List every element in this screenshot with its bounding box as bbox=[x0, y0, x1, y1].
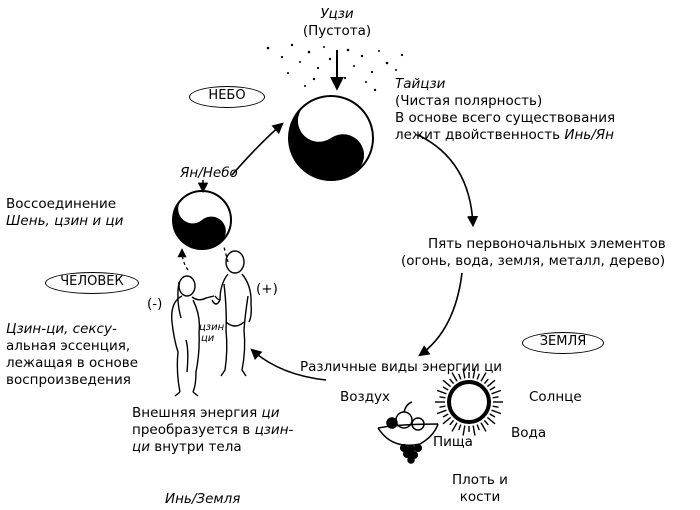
external-line3-italic: ци bbox=[132, 439, 150, 455]
taiji-line3-italic: Инь/Ян bbox=[564, 127, 614, 143]
sun-ray bbox=[491, 389, 502, 395]
sun-ray bbox=[472, 368, 476, 379]
source-food: Пища bbox=[433, 434, 473, 450]
external-line3-suffix: внутри тела bbox=[149, 439, 242, 455]
sun-ray bbox=[480, 422, 487, 432]
void-dots bbox=[266, 43, 404, 92]
jingqi-line4: воспроизведения bbox=[6, 372, 131, 388]
sun-ray bbox=[492, 396, 499, 399]
sun-ray bbox=[462, 425, 466, 436]
source-flesh-line2: кости bbox=[459, 489, 501, 505]
sun-ray bbox=[462, 368, 466, 379]
sun-ray bbox=[439, 405, 446, 408]
sun-ray bbox=[486, 416, 496, 425]
energy-rise-left bbox=[177, 248, 189, 271]
male-figure bbox=[211, 250, 252, 377]
polarity-plus: (+) bbox=[256, 281, 278, 297]
sun-ray bbox=[489, 413, 496, 418]
jingqi-line2: альная эссенция, bbox=[6, 338, 131, 354]
jingqi-line1: Цзин-ци, сексу- bbox=[6, 321, 117, 337]
taiji-line3-prefix: лежит двойственность bbox=[395, 127, 565, 143]
external-line3: ци внутри тела bbox=[132, 439, 242, 455]
body-jing-label: цзин bbox=[199, 322, 225, 333]
elements-line1: Пять первоночальных элементов bbox=[428, 236, 666, 252]
source-sun: Солнце bbox=[529, 389, 582, 405]
sun-ray bbox=[451, 422, 458, 432]
sun-ray bbox=[483, 419, 489, 426]
reunion-line2: Шень, цзин и ци bbox=[6, 213, 124, 229]
sun-icon bbox=[435, 368, 503, 436]
elements-line2: (огонь, вода, земля, металл, дерево) bbox=[401, 253, 666, 269]
sun-ray bbox=[449, 378, 455, 385]
taiji-line2: В основе всего существования bbox=[395, 110, 616, 126]
polarity-minus: (-) bbox=[147, 296, 163, 312]
sun-ray bbox=[492, 405, 499, 408]
earth-label-oval: ЗЕМЛЯ bbox=[522, 332, 604, 354]
sun-ray bbox=[449, 419, 455, 426]
sun-ray bbox=[483, 378, 489, 385]
sun-ray bbox=[476, 373, 480, 380]
energy-rise-right bbox=[223, 246, 229, 263]
taiji-line1: (Чистая полярность) bbox=[395, 93, 543, 109]
external-line2-italic: цзин- bbox=[254, 422, 294, 438]
source-water: Вода bbox=[511, 425, 547, 441]
taiji-yin-yang-symbol bbox=[288, 95, 374, 181]
yang-sky-label: Ян/Небо bbox=[180, 165, 238, 181]
sun-ray bbox=[458, 424, 462, 431]
sun-ray bbox=[442, 416, 452, 425]
cycle-arrow-to-human bbox=[250, 348, 327, 381]
sun-ray bbox=[476, 424, 480, 431]
external-line2-prefix: преобразуется в bbox=[132, 422, 255, 438]
external-line2: преобразуется в цзин- bbox=[132, 422, 293, 438]
sun-ray bbox=[486, 379, 496, 388]
yin-earth-label: Инь/Земля bbox=[165, 491, 241, 507]
sun-ray bbox=[489, 386, 496, 391]
sun-ray bbox=[451, 372, 458, 382]
jingqi-line3: лежащая в основе bbox=[6, 355, 139, 371]
wuji-subtitle: (Пустота) bbox=[302, 23, 372, 39]
sun-ray bbox=[472, 425, 476, 436]
sun-ray bbox=[458, 373, 462, 380]
food-fruit-bowl-icon bbox=[377, 401, 439, 464]
sun-ray bbox=[439, 396, 446, 399]
sun-ray bbox=[480, 372, 487, 382]
external-line1-italic: ци bbox=[261, 405, 280, 421]
external-line1-prefix: Внешняя энергия bbox=[132, 405, 262, 421]
sun-ray bbox=[436, 409, 447, 415]
taiji-line3: лежит двойственность Инь/Ян bbox=[395, 127, 614, 143]
source-air: Воздух bbox=[340, 389, 391, 405]
cycle-arrow-to-elements bbox=[417, 134, 479, 228]
reunion-yin-yang-symbol bbox=[172, 190, 232, 250]
source-flesh-line1: Плоть и bbox=[452, 472, 508, 488]
reunion-line1: Воссоединение bbox=[6, 196, 117, 212]
sun-ray bbox=[442, 386, 449, 391]
sky-label-oval: НЕБО bbox=[189, 86, 265, 108]
taiji-title: Тайцзи bbox=[395, 76, 446, 92]
external-line1: Внешняя энергия ци bbox=[132, 405, 279, 421]
female-figure bbox=[171, 275, 215, 397]
sun-ray bbox=[491, 409, 502, 415]
body-qi-label: ци bbox=[201, 333, 215, 344]
human-label-oval: ЧЕЛОВЕК bbox=[45, 272, 139, 294]
cycle-arrow-to-energies bbox=[418, 272, 463, 357]
wuji-title: Уцзи bbox=[320, 6, 354, 22]
sun-ray bbox=[442, 379, 452, 388]
energies-label: Различные виды энергии ци bbox=[300, 359, 503, 375]
sun-ray bbox=[442, 413, 449, 418]
cycle-arrow-to-taiji bbox=[231, 122, 284, 176]
sun-ray bbox=[436, 389, 447, 395]
